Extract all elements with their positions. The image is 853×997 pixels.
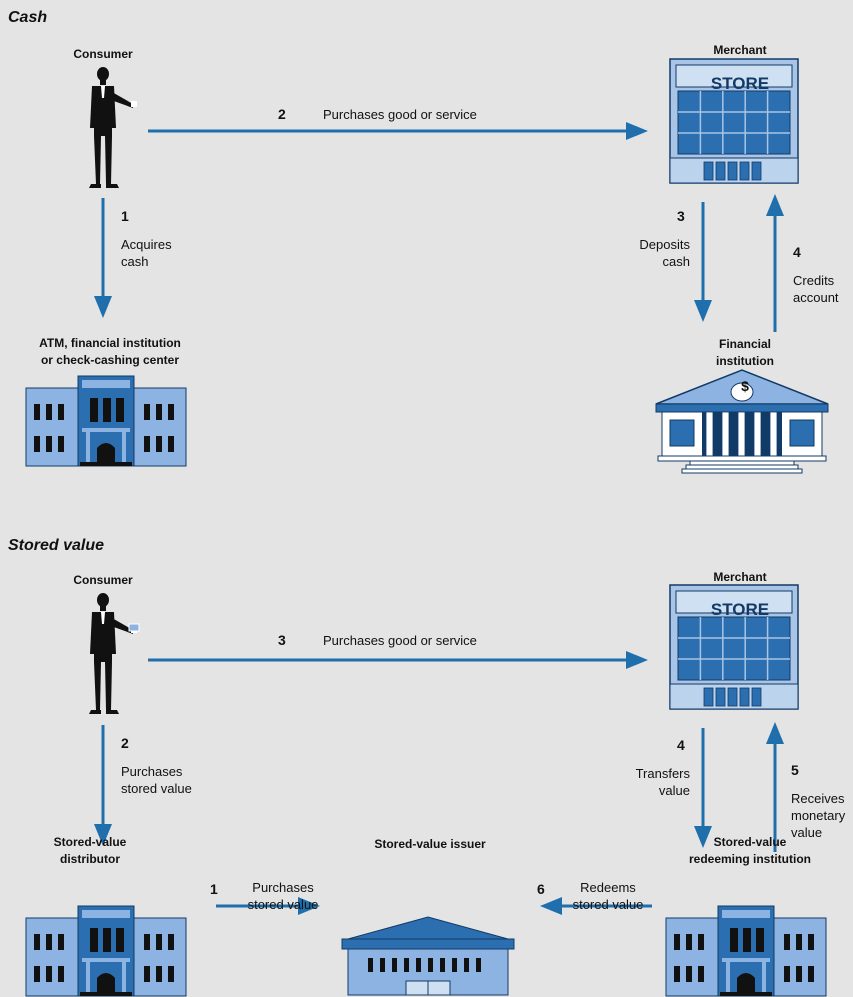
distributor-label: Stored-value distributor bbox=[53, 835, 127, 866]
stored-arrow-3 bbox=[148, 651, 648, 669]
stored-step-3-number: 3 bbox=[278, 632, 286, 648]
cash-arrow-1 bbox=[94, 198, 112, 318]
cash-step-3-text: Deposits cash bbox=[639, 237, 690, 269]
stored-step-6-text: Redeems stored value bbox=[572, 880, 644, 912]
atm-building bbox=[25, 375, 187, 467]
stored-arrow-2 bbox=[94, 725, 112, 846]
stored-step-5-number: 5 bbox=[791, 762, 799, 778]
redeeming-label: Stored-value redeeming institution bbox=[688, 835, 811, 866]
cash-section-heading: Cash bbox=[8, 9, 48, 26]
stored-step-1-text: Purchases stored value bbox=[247, 880, 319, 912]
issuer-label: Stored-value issuer bbox=[374, 837, 486, 851]
stored-store-building bbox=[669, 584, 799, 710]
stored-step-4-text: Transfers value bbox=[635, 766, 690, 798]
cash-consumer-label: Consumer bbox=[73, 47, 133, 61]
stored-step-4-number: 4 bbox=[677, 737, 685, 753]
cash-step-1-text: Acquires cash bbox=[121, 237, 172, 269]
stored-arrow-6 bbox=[540, 897, 652, 915]
stored-step-5-text: Receives monetary value bbox=[791, 791, 846, 840]
stored-section-heading: Stored value bbox=[8, 537, 105, 554]
cash-step-2-text: Purchases good or service bbox=[323, 107, 477, 122]
redeeming-building bbox=[665, 905, 827, 997]
stored-arrow-4 bbox=[694, 728, 712, 848]
atm-label: ATM, financial institution or check-cash… bbox=[39, 336, 181, 367]
cash-store-sign: STORE bbox=[710, 74, 770, 93]
bank-building bbox=[655, 369, 829, 474]
cash-step-2-number: 2 bbox=[278, 106, 286, 122]
cash-store-building bbox=[669, 58, 799, 184]
cash-arrow-3 bbox=[694, 202, 712, 322]
cash-step-3-number: 3 bbox=[677, 208, 685, 224]
stored-step-2-text: Purchases stored value bbox=[121, 764, 192, 796]
cash-step-4-text: Credits account bbox=[793, 273, 839, 305]
cash-arrow-2 bbox=[148, 122, 648, 140]
stored-step-3-text: Purchases good or service bbox=[323, 633, 477, 648]
stored-merchant-label: Merchant bbox=[713, 570, 767, 584]
stored-step-6-number: 6 bbox=[537, 881, 545, 897]
cash-step-1-number: 1 bbox=[121, 208, 129, 224]
stored-store-sign: STORE bbox=[710, 600, 770, 619]
bank-dollar-symbol: $ bbox=[741, 378, 749, 394]
issuer-building bbox=[341, 916, 515, 996]
stored-consumer-label: Consumer bbox=[73, 573, 133, 587]
stored-arrow-1 bbox=[216, 897, 320, 915]
financial-institution-label: Financial institution bbox=[716, 337, 774, 368]
stored-step-2-number: 2 bbox=[121, 735, 129, 751]
stored-arrow-5 bbox=[766, 722, 784, 852]
cash-arrow-4 bbox=[766, 194, 784, 332]
cash-step-4-number: 4 bbox=[793, 244, 801, 260]
stored-step-1-number: 1 bbox=[210, 881, 218, 897]
cash-merchant-label: Merchant bbox=[713, 43, 767, 57]
distributor-building bbox=[25, 905, 187, 997]
cash-consumer-figure bbox=[89, 67, 137, 188]
stored-consumer-figure bbox=[89, 593, 140, 714]
